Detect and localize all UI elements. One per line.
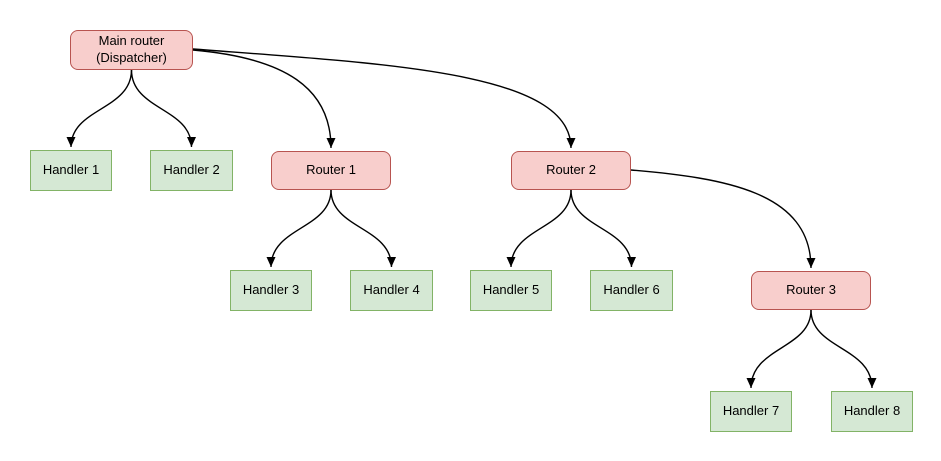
edge-router3-to-handler7 — [746, 309, 812, 389]
node-router-2: Router 2 — [511, 151, 631, 190]
node-router-1: Router 1 — [271, 151, 391, 190]
node-handler-6: Handler 6 — [590, 270, 673, 311]
node-handler-7: Handler 7 — [710, 391, 792, 432]
edge-router1-to-handler3 — [266, 189, 332, 268]
edge-router2-to-handler6 — [570, 189, 636, 268]
node-main-router: Main router (Dispatcher) — [70, 30, 193, 70]
node-handler-5: Handler 5 — [470, 270, 552, 311]
node-handler-4: Handler 4 — [350, 270, 433, 311]
edge-router2-to-handler5 — [506, 189, 572, 268]
edge-router3-to-handler8 — [810, 309, 877, 389]
edge-main-router-to-router2 — [192, 48, 576, 149]
node-handler-1: Handler 1 — [30, 150, 112, 191]
edge-main-router-to-router1 — [192, 49, 336, 149]
edge-router1-to-handler4 — [330, 189, 396, 268]
node-handler-3: Handler 3 — [230, 270, 312, 311]
node-handler-2: Handler 2 — [150, 150, 233, 191]
edge-main-router-to-handler2 — [130, 69, 196, 148]
edge-main-router-to-handler1 — [66, 69, 133, 148]
node-router-3: Router 3 — [751, 271, 871, 310]
node-handler-8: Handler 8 — [831, 391, 913, 432]
edge-router2-to-router3 — [630, 169, 816, 269]
